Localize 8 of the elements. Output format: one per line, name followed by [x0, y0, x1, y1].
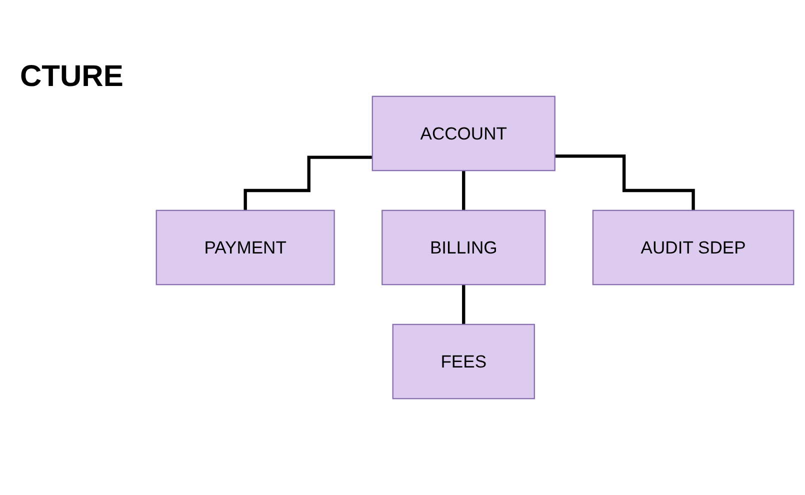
node-box: PAYMENT — [156, 210, 335, 286]
connector — [462, 282, 466, 326]
node-box: BILLING — [382, 210, 546, 286]
node-box: FEES — [392, 324, 535, 400]
node-box: ACCOUNT — [372, 96, 556, 172]
connector — [462, 168, 466, 212]
diagram-title: CTURE — [20, 60, 124, 94]
node-box: AUDIT SDEP — [592, 210, 794, 286]
